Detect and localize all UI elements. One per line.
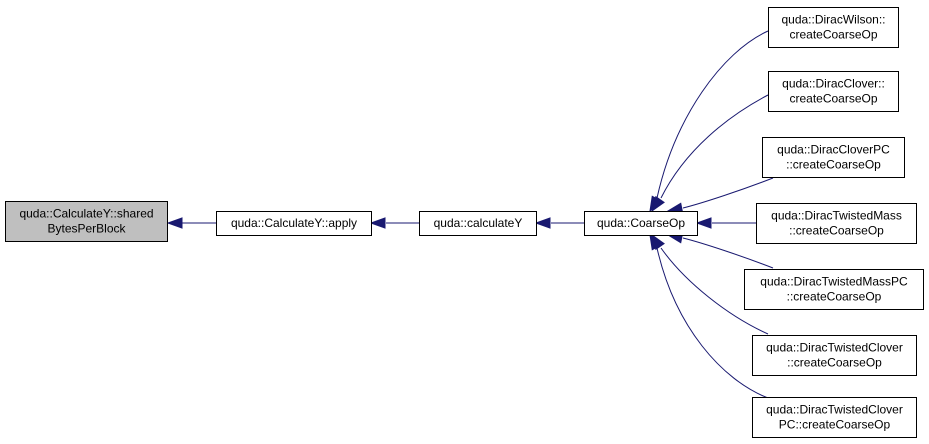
node-label-line: quda::CalculateY::apply: [231, 216, 357, 230]
node-label-line: quda::calculateY: [434, 216, 523, 230]
node-label-line: PC::createCoarseOp: [779, 418, 891, 432]
edge-twistedmass-to-coarseop: [695, 217, 757, 229]
edge-line: [660, 94, 769, 199]
node-label-line: createCoarseOp: [789, 28, 877, 42]
node-box: [5, 201, 168, 242]
node-box: [584, 211, 698, 236]
node-box: [768, 71, 899, 112]
node-clover[interactable]: quda::DiracClover::createCoarseOp: [768, 71, 899, 112]
node-box: [752, 335, 917, 376]
node-label-line: ::createCoarseOp: [786, 158, 881, 172]
arrowhead-icon: [695, 217, 712, 229]
arrowhead-icon: [166, 217, 183, 229]
node-label-line: createCoarseOp: [789, 92, 877, 106]
node-twistedmasspc[interactable]: quda::DiracTwistedMassPC::createCoarseOp: [744, 269, 924, 310]
node-box: [762, 137, 905, 178]
edge-twistedcloverpc-to-coarseop: [649, 233, 769, 399]
node-box: [756, 203, 917, 244]
edge-calculateY-to-apply: [369, 217, 420, 229]
arrowhead-icon: [651, 195, 665, 213]
node-box: [744, 269, 924, 310]
node-wilson[interactable]: quda::DiracWilson::createCoarseOp: [768, 7, 899, 48]
node-label-line: BytesPerBlock: [47, 222, 126, 236]
node-box: [768, 7, 899, 48]
edge-coarseop-to-calculateY: [534, 217, 585, 229]
node-cloverpc[interactable]: quda::DiracCloverPC::createCoarseOp: [762, 137, 905, 178]
node-label-line: quda::DiracTwistedMass: [771, 209, 902, 223]
node-label-line: ::createCoarseOp: [787, 356, 882, 370]
edge-line: [660, 247, 769, 335]
node-twistedmass[interactable]: quda::DiracTwistedMass::createCoarseOp: [756, 203, 917, 244]
node-label-line: quda::DiracCloverPC: [777, 143, 890, 157]
arrowhead-icon: [369, 217, 386, 229]
node-label-line: quda::DiracTwistedClover: [766, 341, 903, 355]
arrowhead-icon: [649, 233, 662, 251]
edge-wilson-to-coarseop: [649, 30, 769, 213]
node-label-line: quda::DiracWilson::: [781, 13, 885, 27]
node-twistedclover[interactable]: quda::DiracTwistedClover::createCoarseOp: [752, 335, 917, 376]
edge-line: [656, 247, 769, 399]
edge-line: [682, 177, 774, 209]
edge-line: [682, 237, 774, 269]
node-box: [419, 211, 537, 236]
edge-clover-to-coarseop: [651, 94, 769, 213]
node-box: [752, 397, 917, 438]
node-apply[interactable]: quda::CalculateY::apply: [216, 211, 372, 236]
node-calculateY[interactable]: quda::calculateY: [419, 211, 537, 236]
arrowhead-icon: [534, 217, 551, 229]
node-box: [216, 211, 372, 236]
edge-line: [656, 30, 769, 199]
node-label-line: quda::CalculateY::shared: [19, 207, 153, 221]
node-label-line: quda::DiracTwistedMassPC: [760, 275, 908, 289]
edge-apply-to-shared_bytes: [166, 217, 217, 229]
node-coarseop[interactable]: quda::CoarseOp: [584, 211, 698, 236]
node-twistedcloverpc[interactable]: quda::DiracTwistedCloverPC::createCoarse…: [752, 397, 917, 438]
node-label-line: quda::CoarseOp: [597, 216, 685, 230]
node-label-line: ::createCoarseOp: [789, 224, 884, 238]
edges-layer: [166, 30, 774, 399]
node-label-line: ::createCoarseOp: [787, 290, 882, 304]
node-label-line: quda::DiracTwistedClover: [766, 403, 903, 417]
node-label-line: quda::DiracClover::: [782, 77, 885, 91]
